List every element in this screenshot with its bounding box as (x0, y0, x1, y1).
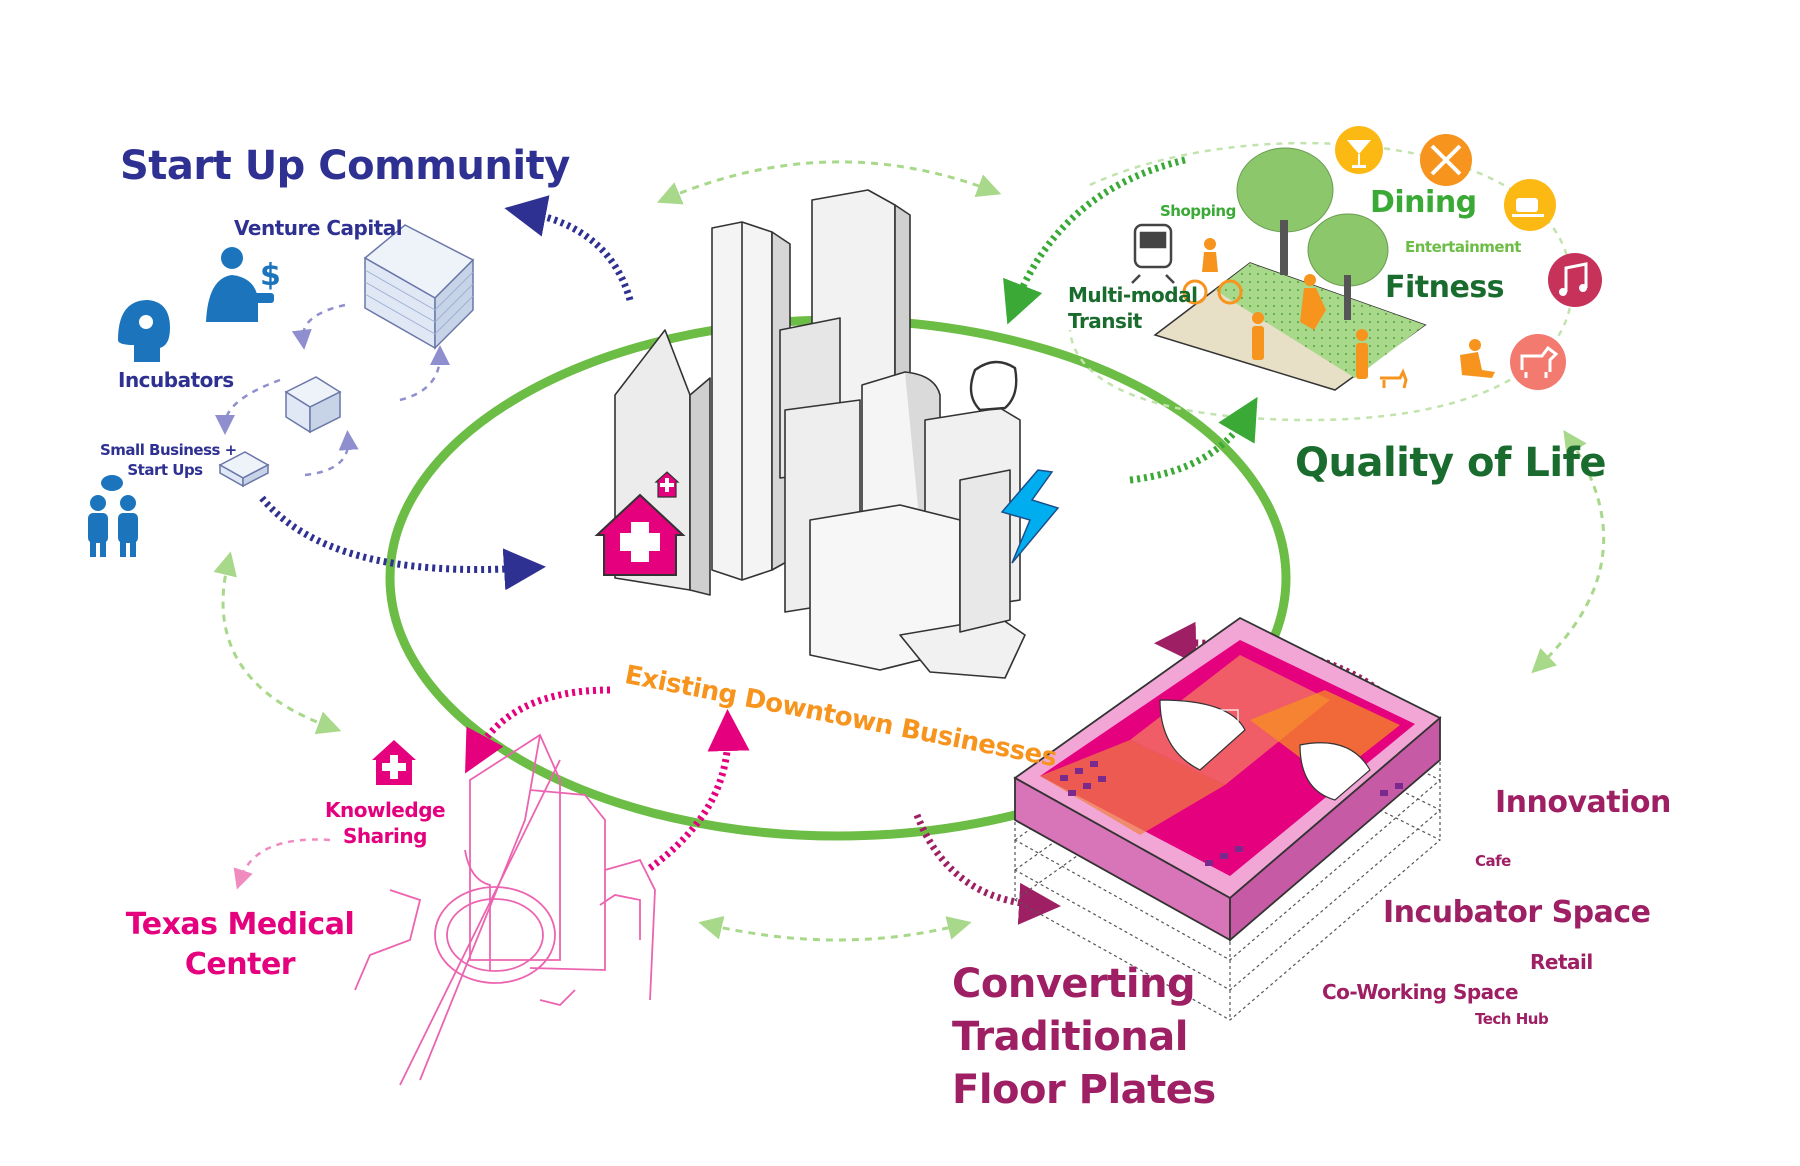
floorplate-title: Converting Traditional Floor Plates (952, 958, 1216, 1117)
idea-head-icon (118, 300, 170, 362)
arrow-medical-out (647, 709, 750, 871)
link-cube-vc (399, 345, 450, 402)
dining-icon (1420, 134, 1472, 186)
link-vc-incubator (291, 303, 346, 350)
outer-connectors (213, 160, 1606, 942)
vc-building (363, 224, 475, 350)
transit-line1: Multi-modal (1068, 283, 1198, 307)
tree-2-icon (1307, 213, 1389, 320)
smallbiz-slab (218, 451, 270, 488)
downtown-skyline (614, 189, 1026, 679)
entertainment-label: Entertainment (1405, 238, 1521, 256)
startup-title: Start Up Community (120, 143, 570, 189)
small-business-label: Small Business + Start Ups (100, 440, 237, 480)
knowledge-label: Knowledge Sharing (325, 797, 446, 849)
dining-label: Dining (1370, 185, 1477, 220)
investor-icon (206, 247, 274, 322)
tree-1-icon (1236, 147, 1334, 275)
floorplate-top (1013, 616, 1442, 942)
floorplate-line3: Floor Plates (952, 1067, 1216, 1113)
quality-title: Quality of Life (1295, 440, 1607, 486)
medical-center-drawing (354, 733, 656, 1086)
music-icon (1548, 253, 1602, 307)
lightning-icon (1000, 469, 1060, 564)
small-business-line1: Small Business + (100, 441, 237, 459)
floorplate-line2: Traditional (952, 1014, 1188, 1060)
incubators-label: Incubators (118, 368, 234, 392)
link-small-cube (304, 430, 359, 477)
connector-bottom (698, 916, 972, 942)
building-crown (969, 360, 1018, 412)
transit-label: Multi-modal Transit (1068, 282, 1198, 334)
medical-line1: Texas Medical (125, 907, 355, 942)
train-icon (1131, 223, 1175, 284)
coffee-icon (1504, 179, 1556, 231)
knowledge-line1: Knowledge (325, 798, 446, 822)
connector-left (213, 551, 342, 735)
techhub-label: Tech Hub (1475, 1010, 1549, 1028)
cocktail-icon (1335, 126, 1383, 174)
floorplate-line1: Converting (952, 961, 1196, 1007)
connector-right (1531, 430, 1606, 674)
connector-top (656, 160, 1002, 205)
incubator-space-label: Incubator Space (1383, 895, 1651, 930)
coworking-label: Co-Working Space (1322, 980, 1519, 1004)
dog-icon (1510, 334, 1566, 390)
arrow-medical-in (465, 686, 611, 774)
building-low-right (959, 469, 1011, 633)
shopping-label: Shopping (1160, 202, 1236, 220)
link-knowledge (233, 838, 331, 890)
medical-house-icon (372, 740, 416, 785)
people-chat-icon (88, 475, 138, 557)
people-activity-icons (1182, 238, 1495, 389)
arrow-to-startup (504, 195, 634, 301)
hospital-icon (594, 471, 686, 576)
arrow-startup-to-center (259, 495, 546, 591)
arrow-center-to-floorplate (913, 813, 1061, 925)
transit-line2: Transit (1068, 309, 1142, 333)
venture-capital-label: Venture Capital (234, 216, 403, 240)
medical-title: Texas Medical Center (120, 905, 360, 985)
medical-line2: Center (184, 947, 296, 982)
innovation-label: Innovation (1495, 785, 1671, 820)
knowledge-line2: Sharing (343, 824, 427, 848)
retail-label: Retail (1530, 950, 1593, 974)
fitness-label: Fitness (1385, 270, 1505, 305)
small-business-line2: Start Ups (127, 461, 203, 479)
cafe-label: Cafe (1475, 852, 1511, 870)
incubator-cube (284, 376, 342, 434)
dollar-icon: $ (260, 258, 281, 293)
